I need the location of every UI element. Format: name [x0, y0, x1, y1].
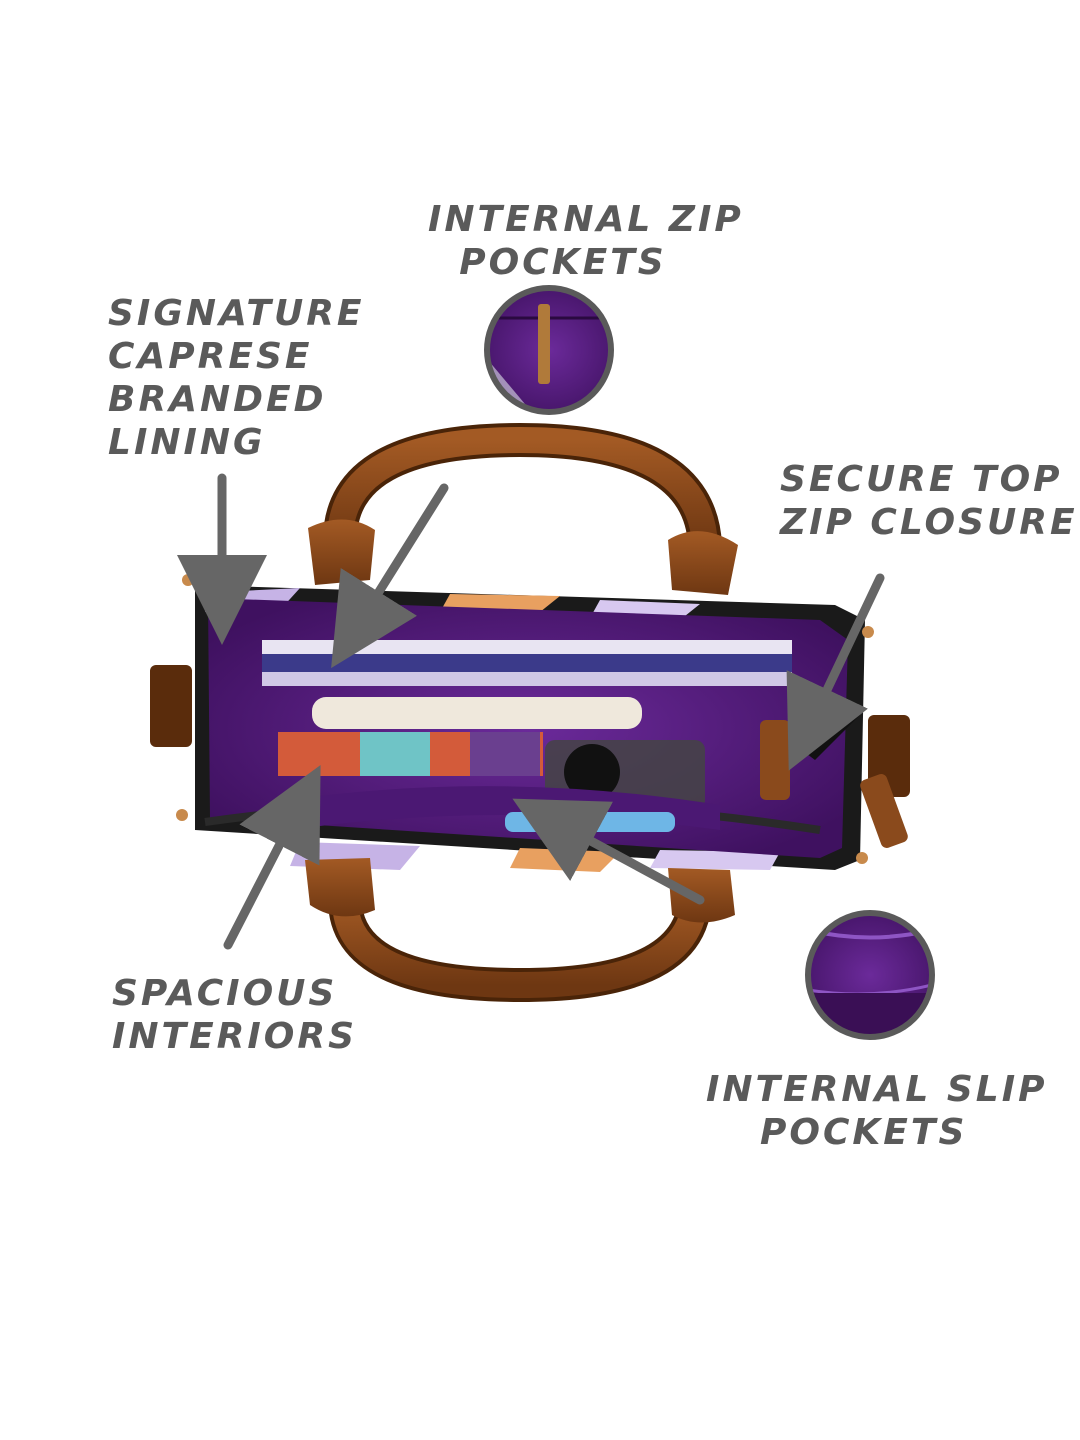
label-line: CAPRESE: [108, 336, 313, 377]
label-secure-top-zip: SECURE TOP ZIP CLOSURE: [780, 458, 1078, 544]
label-spacious-interiors: SPACIOUS INTERIORS: [112, 972, 357, 1058]
label-line: SPACIOUS: [112, 973, 338, 1014]
detail-ring: [805, 910, 935, 1040]
label-line: POCKETS: [760, 1112, 968, 1153]
label-line: SECURE TOP: [780, 459, 1063, 500]
arrow-slip-pocket: [512, 798, 705, 905]
arrow-zip-pocket: [331, 483, 449, 669]
label-line: BRANDED: [108, 379, 327, 420]
label-line: SIGNATURE: [108, 293, 365, 334]
arrow-top-zip: [786, 573, 885, 771]
label-line: INTERNAL ZIP: [428, 199, 744, 240]
label-line: ZIP CLOSURE: [780, 502, 1078, 543]
arrow-spacious: [223, 764, 321, 950]
label-line: INTERIORS: [112, 1016, 358, 1057]
handbag-illustration: [150, 422, 910, 1003]
label-line: POCKETS: [459, 242, 667, 283]
label-line: INTERNAL SLIP: [706, 1069, 1048, 1110]
label-signature-lining: SIGNATURE CAPRESE BRANDED LINING: [108, 292, 365, 464]
detail-ring: [484, 285, 614, 415]
internal-zip-pocket-detail: [484, 285, 614, 415]
internal-slip-pocket-detail: [805, 910, 935, 1040]
label-internal-slip-pockets: INTERNAL SLIP POCKETS: [706, 1068, 1048, 1154]
callout-arrows: [177, 473, 885, 950]
label-internal-zip-pockets: INTERNAL ZIP POCKETS: [428, 198, 744, 284]
label-line: LINING: [108, 422, 266, 463]
